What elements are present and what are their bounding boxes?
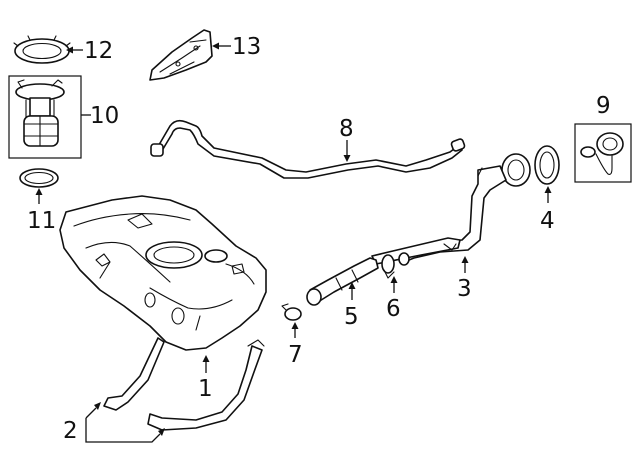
part-13-heat-shield: [149, 29, 213, 81]
leader-13: [212, 42, 231, 50]
part-2-tank-straps: [103, 337, 265, 431]
part-7-clamp: [281, 303, 302, 321]
callout-2: 2: [63, 418, 78, 444]
callout-1: 1: [198, 376, 213, 402]
leader-7: [291, 322, 299, 338]
leader-5: [348, 282, 356, 300]
callout-13: 13: [232, 34, 261, 60]
leader-2: [85, 402, 165, 443]
part-1-fuel-tank: [59, 195, 267, 351]
part-5-filler-hose: [306, 257, 379, 306]
part-9-fuel-cap: [580, 132, 624, 175]
leader-11: [35, 188, 43, 204]
leader-3: [461, 256, 469, 273]
callout-6: 6: [386, 296, 401, 322]
callout-11: 11: [27, 208, 56, 234]
part-8-vapor-line: [150, 119, 466, 179]
callout-10: 10: [90, 103, 119, 129]
leader-6: [390, 276, 398, 293]
part-4-filler-gasket: [534, 145, 560, 185]
callout-9: 9: [596, 93, 611, 119]
leader-8: [343, 140, 351, 162]
leader-12: [66, 46, 83, 54]
callout-3: 3: [457, 276, 472, 302]
part-10-box: [8, 75, 82, 159]
callout-5: 5: [344, 304, 359, 330]
callout-12: 12: [84, 38, 113, 64]
leader-4: [544, 186, 552, 203]
part-11-gasket: [19, 168, 59, 188]
part-10-fuel-pump-module: [15, 79, 65, 147]
part-9-box: [574, 123, 632, 183]
leader-1: [202, 355, 210, 373]
part-12-lock-ring: [13, 35, 71, 64]
callout-7: 7: [288, 342, 303, 368]
part-6-hose-clamp: [381, 254, 395, 279]
part-3-filler-pipe: [371, 153, 531, 266]
callout-8: 8: [339, 116, 354, 142]
callout-4: 4: [540, 208, 555, 234]
